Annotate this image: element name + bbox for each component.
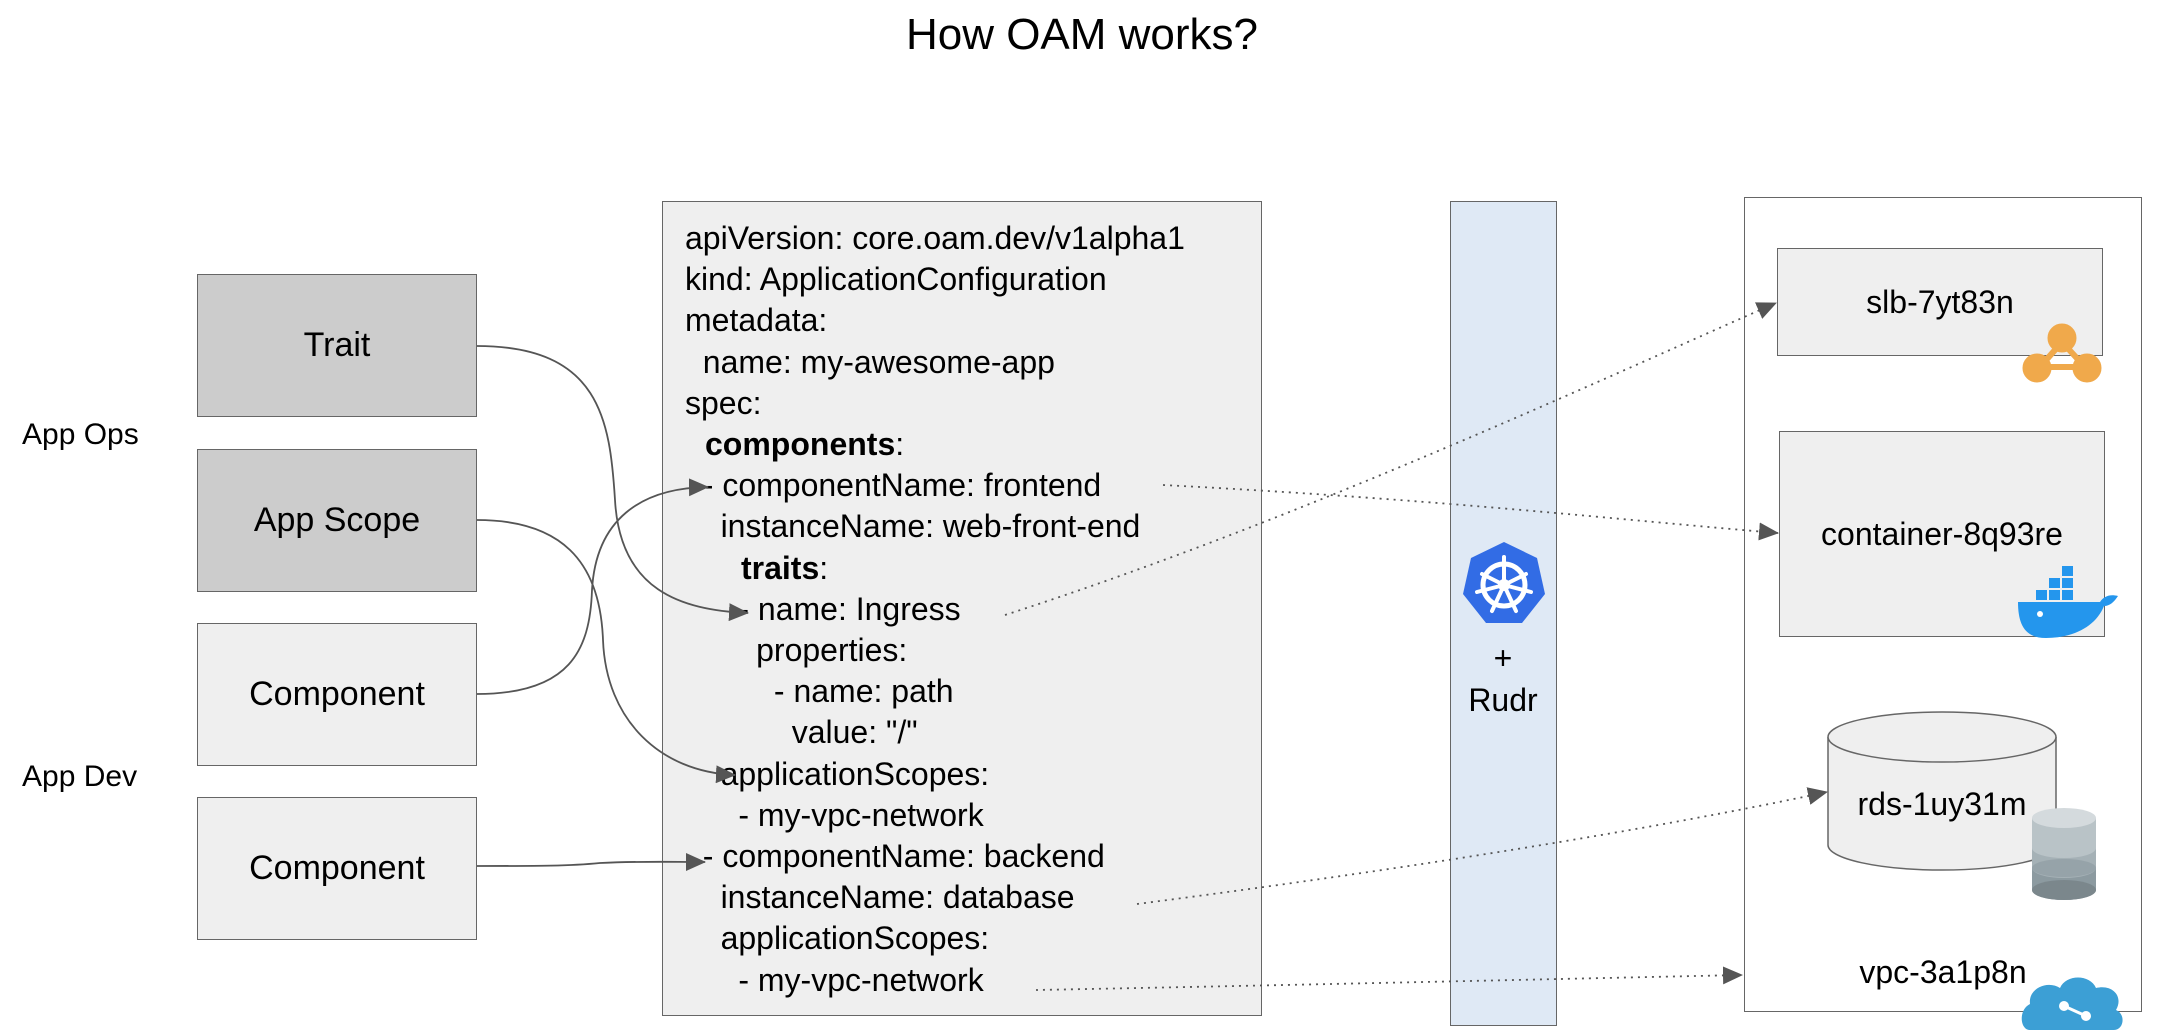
slb-label: slb-7yt83n	[1866, 283, 2014, 320]
yaml-line: kind: ApplicationConfiguration	[685, 261, 1107, 297]
yaml-colon: :	[895, 426, 905, 462]
yaml-line: value: "/"	[685, 714, 918, 750]
application-configuration-yaml: apiVersion: core.oam.dev/v1alpha1 kind: …	[662, 201, 1262, 1016]
yaml-line: - componentName: backend	[685, 838, 1105, 874]
vpc-cloud-icon	[2021, 977, 2123, 1030]
rudr-plus: +	[1493, 640, 1513, 676]
trait-box: Trait	[197, 274, 477, 417]
component-frontend-connector	[476, 478, 709, 695]
vpc-network-to-vpc-connector	[1035, 966, 1743, 991]
database-to-rds-connector	[1136, 787, 1828, 905]
page-title: How OAM works?	[905, 10, 1259, 59]
yaml-line: instanceName: database	[685, 879, 1075, 915]
vpc-label: vpc-3a1p8n	[1859, 954, 2027, 990]
trait-connector	[476, 345, 749, 622]
yaml-line-traits: traits:	[741, 552, 828, 584]
app-scope-label: App Scope	[253, 501, 421, 539]
database-stack-icon	[2032, 808, 2096, 900]
component-backend-connector	[476, 852, 706, 871]
yaml-line: apiVersion: core.oam.dev/v1alpha1	[685, 220, 1185, 256]
yaml-colon: :	[819, 550, 829, 586]
yaml-line: - name: path	[685, 673, 954, 709]
component-box-frontend: Component	[197, 623, 477, 766]
component-box-backend: Component	[197, 797, 477, 940]
rds-label: rds-1uy31m	[1857, 786, 2027, 822]
yaml-line: - my-vpc-network	[685, 797, 984, 833]
app-ops-label: App Ops	[22, 418, 139, 451]
app-scope-connector	[476, 519, 736, 784]
rudr-label: Rudr	[1468, 682, 1538, 718]
yaml-line: - name: Ingress	[685, 591, 961, 627]
yaml-line: name: my-awesome-app	[685, 344, 1055, 380]
container-label: container-8q93re	[1821, 515, 2063, 552]
yaml-line: applicationScopes:	[685, 756, 990, 792]
ingress-to-slb-connector	[1004, 302, 1777, 616]
yaml-line: - my-vpc-network	[685, 962, 984, 998]
container-resource-box: container-8q93re	[1779, 431, 2105, 637]
yaml-line: spec:	[685, 385, 762, 421]
app-dev-label: App Dev	[22, 760, 138, 793]
frontend-to-container-connector	[1162, 484, 1779, 541]
rudr-runtime-bar: + Rudr	[1450, 201, 1557, 1026]
yaml-line: properties:	[685, 632, 908, 668]
yaml-key-bold: components	[705, 426, 896, 462]
yaml-line-components: components:	[705, 428, 904, 460]
docker-icon	[2018, 566, 2118, 638]
yaml-key-bold: traits	[741, 550, 820, 586]
load-balancer-icon	[2022, 323, 2102, 383]
component-label: Component	[249, 675, 425, 713]
yaml-line: instanceName: web-front-end	[685, 508, 1141, 544]
trait-label: Trait	[303, 326, 371, 364]
component-label: Component	[249, 849, 425, 887]
app-scope-box: App Scope	[197, 449, 477, 592]
yaml-line: metadata:	[685, 302, 828, 338]
kubernetes-helm-icon	[1463, 542, 1545, 623]
yaml-line: applicationScopes:	[685, 920, 990, 956]
